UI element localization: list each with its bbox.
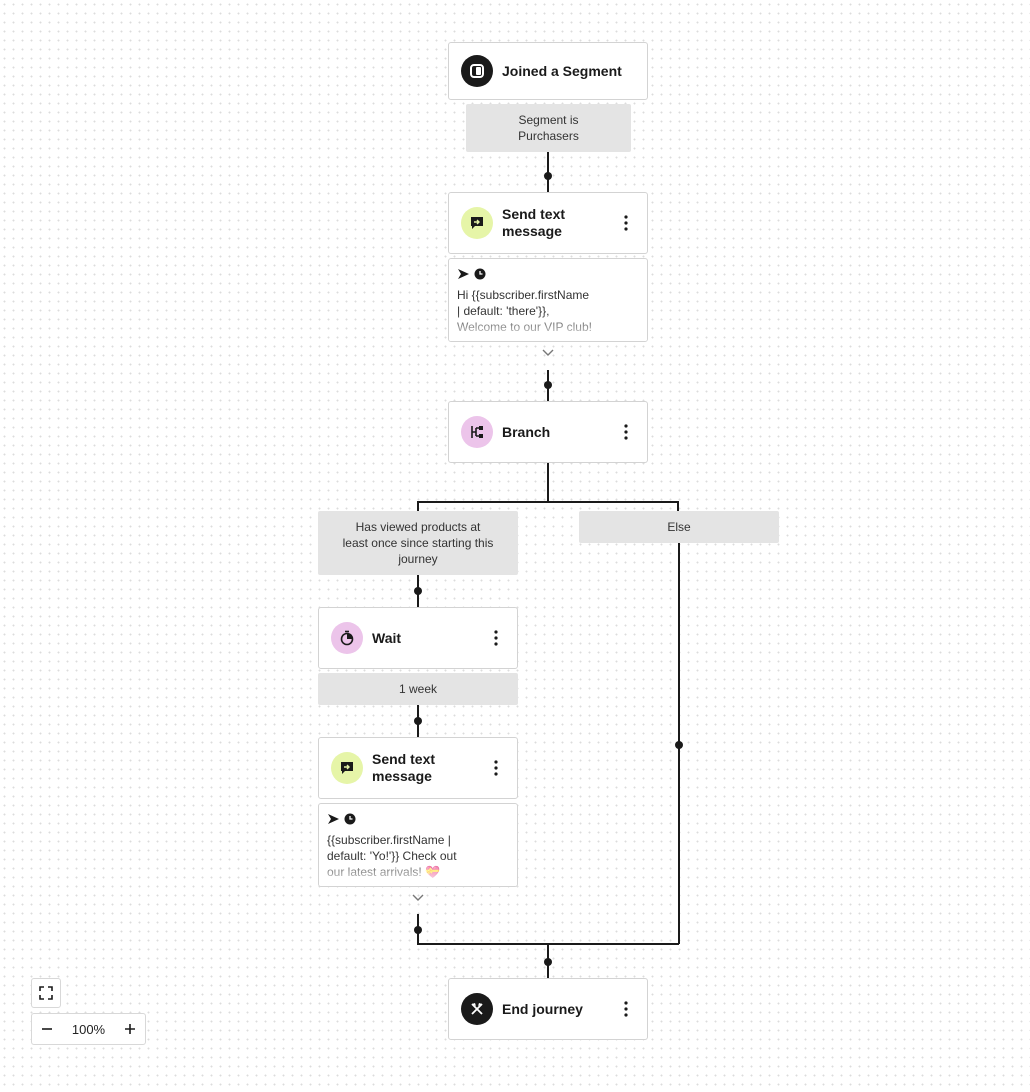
more-options-icon[interactable] — [487, 624, 505, 652]
wait-title: Wait — [372, 629, 402, 646]
message-icon — [461, 207, 493, 239]
connector-dot — [544, 958, 552, 966]
send-text-node-2[interactable]: Send text message — [318, 737, 518, 799]
branch-condition-label: Has viewed products at least once since … — [318, 511, 518, 575]
end-journey-title: End journey — [502, 1000, 583, 1017]
branch-node[interactable]: Branch — [448, 401, 648, 463]
branch-icon — [461, 416, 493, 448]
more-options-icon[interactable] — [617, 418, 635, 446]
send-text-node-1[interactable]: Send text message — [448, 192, 648, 254]
more-options-icon[interactable] — [617, 209, 635, 237]
branch-title: Branch — [502, 423, 551, 440]
connector-dot — [544, 381, 552, 389]
trigger-condition-label: Segment is Purchasers — [466, 104, 631, 152]
connector-dot — [675, 741, 683, 749]
zoom-out-button[interactable] — [32, 1014, 61, 1044]
end-flag-icon — [461, 993, 493, 1025]
branch-else-label: Else — [579, 511, 779, 543]
clock-icon — [344, 813, 356, 825]
message-preview-1[interactable]: Hi {{subscriber.firstName | default: 'th… — [448, 258, 648, 342]
connector-dot — [414, 717, 422, 725]
chevron-down-icon[interactable] — [411, 893, 425, 903]
message-preview-2[interactable]: {{subscriber.firstName | default: 'Yo!'}… — [318, 803, 518, 887]
send-text-title: Send text message — [372, 751, 436, 784]
send-text-title: Send text message — [502, 206, 566, 239]
clock-icon — [474, 268, 486, 280]
more-options-icon[interactable] — [617, 995, 635, 1023]
zoom-level: 100% — [71, 1021, 106, 1037]
chevron-down-icon[interactable] — [541, 348, 555, 358]
fullscreen-icon — [39, 986, 53, 1000]
connector-dot — [544, 172, 552, 180]
zoom-control: 100% — [31, 1013, 146, 1045]
message-icon — [331, 752, 363, 784]
plus-icon — [125, 1024, 136, 1034]
zoom-in-button[interactable] — [116, 1014, 145, 1044]
timer-icon — [331, 622, 363, 654]
wait-node[interactable]: Wait — [318, 607, 518, 669]
segment-icon — [461, 55, 493, 87]
connector-dot — [414, 587, 422, 595]
connector-dot — [414, 926, 422, 934]
trigger-node-joined-segment[interactable]: Joined a Segment — [448, 42, 648, 100]
trigger-title: Joined a Segment — [502, 62, 622, 79]
more-options-icon[interactable] — [487, 754, 505, 782]
minus-icon — [41, 1028, 52, 1030]
fit-view-button[interactable] — [31, 978, 61, 1008]
send-icon — [458, 269, 469, 279]
wait-duration-label: 1 week — [318, 673, 518, 705]
end-journey-node[interactable]: End journey — [448, 978, 648, 1040]
send-icon — [328, 814, 339, 824]
